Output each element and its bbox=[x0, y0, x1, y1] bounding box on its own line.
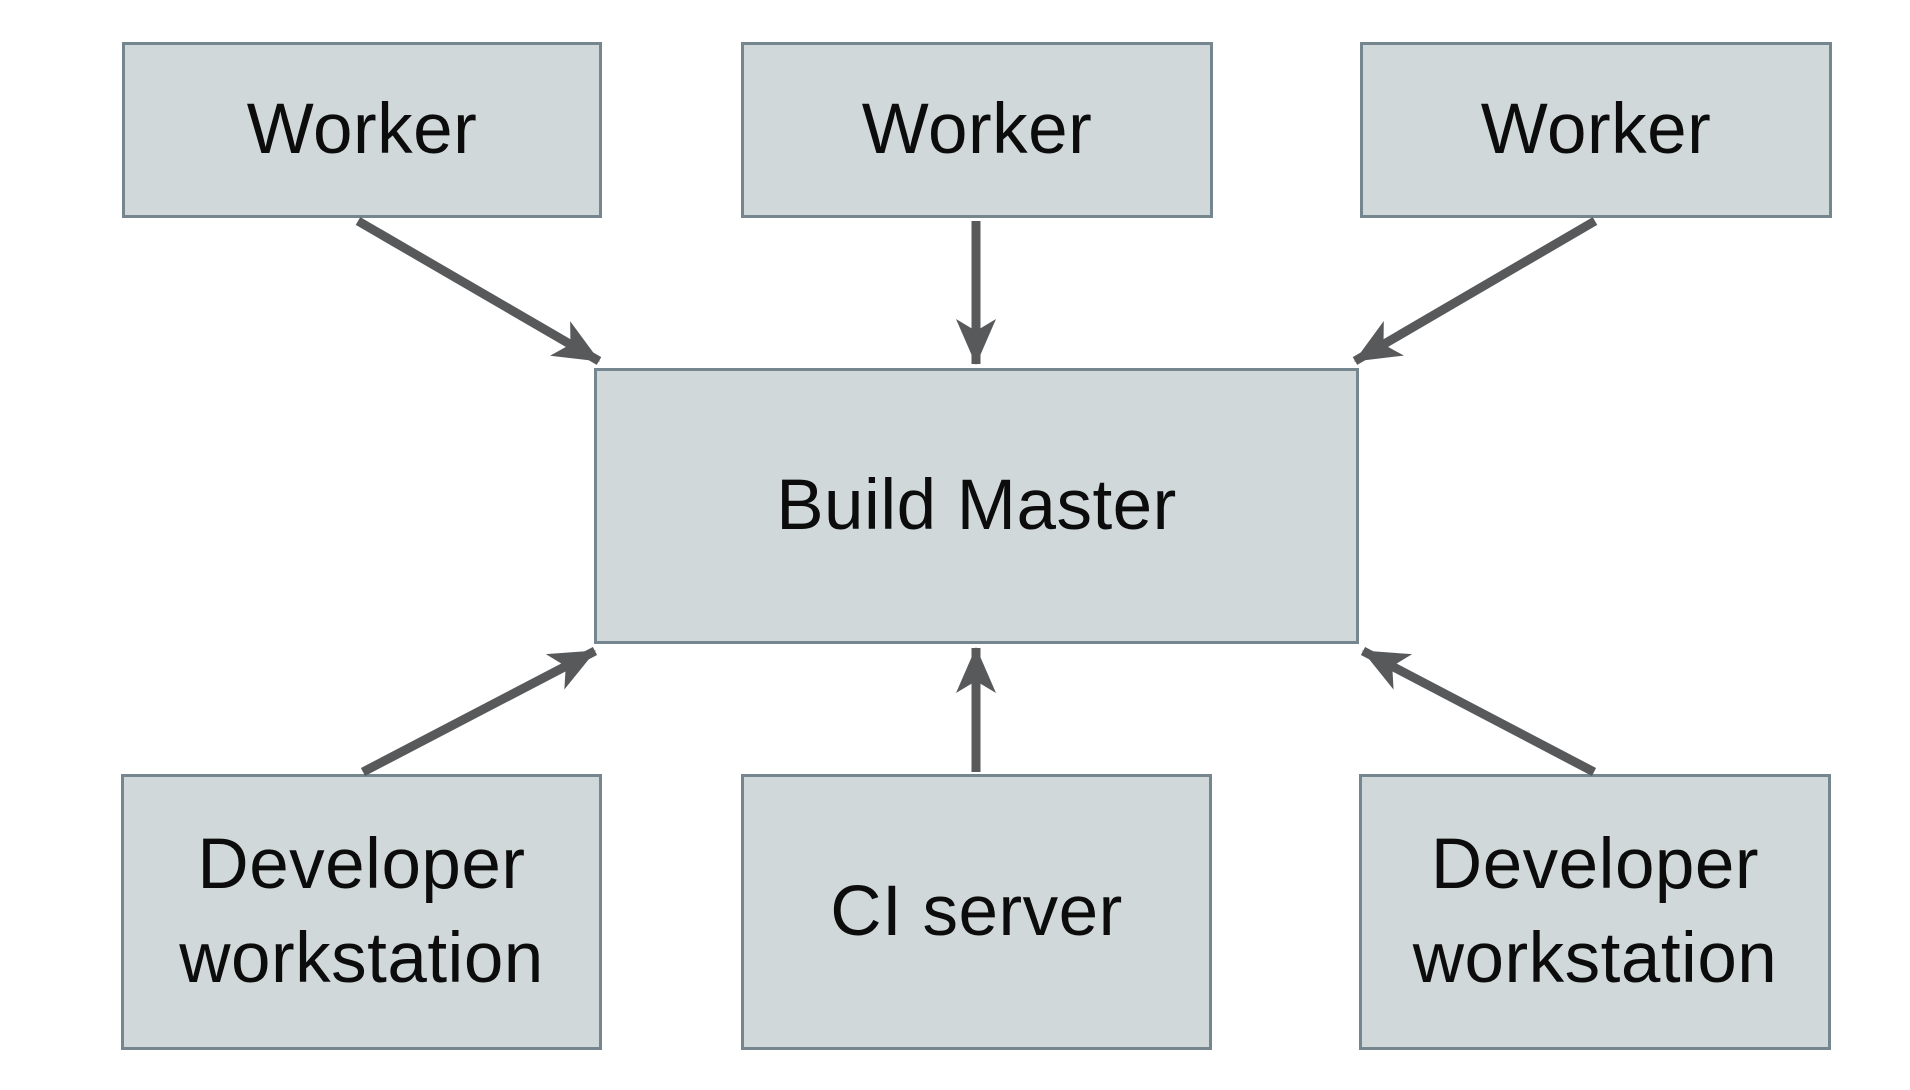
node-build-master: Build Master bbox=[594, 368, 1359, 644]
node-developer-workstation-2: Developer workstation bbox=[1359, 774, 1831, 1050]
node-developer-workstation-1: Developer workstation bbox=[121, 774, 602, 1050]
arrow-worker-3-to-build-master bbox=[1352, 217, 1598, 365]
arrow-worker-1-to-build-master bbox=[355, 217, 602, 365]
node-worker-2-label: Worker bbox=[861, 90, 1093, 170]
node-worker-1: Worker bbox=[122, 42, 602, 218]
node-developer-workstation-1-label: Developer workstation bbox=[179, 825, 544, 998]
node-worker-3-label: Worker bbox=[1480, 90, 1712, 170]
node-developer-workstation-2-label: Developer workstation bbox=[1412, 825, 1778, 998]
node-ci-server: CI server bbox=[741, 774, 1212, 1050]
node-worker-2: Worker bbox=[741, 42, 1213, 218]
node-worker-3: Worker bbox=[1360, 42, 1832, 218]
arrow-developer-workstation-2-to-build-master bbox=[1360, 647, 1597, 776]
node-ci-server-label: CI server bbox=[830, 872, 1123, 952]
node-build-master-label: Build Master bbox=[776, 466, 1177, 546]
node-worker-1-label: Worker bbox=[246, 90, 478, 170]
arrow-developer-workstation-1-to-build-master bbox=[360, 647, 598, 776]
